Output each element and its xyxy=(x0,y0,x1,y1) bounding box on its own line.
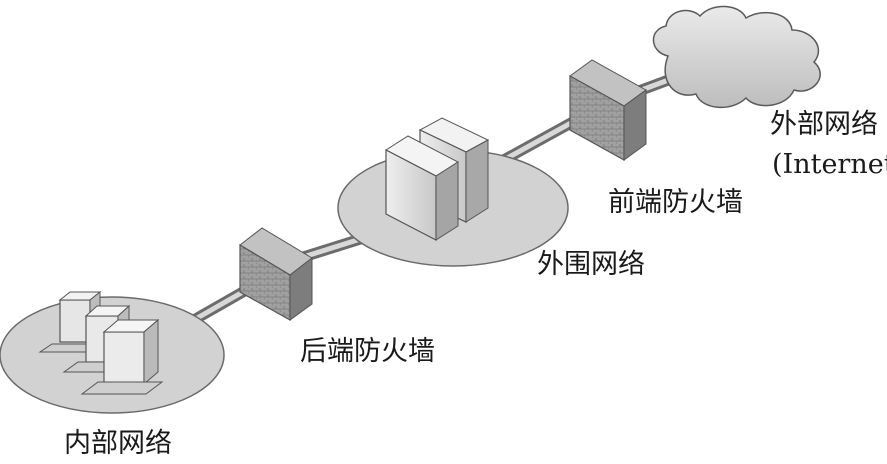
server-icon xyxy=(385,135,459,241)
external-network-sub-label: (Internet) xyxy=(772,149,887,180)
workstation-icon xyxy=(80,318,164,395)
back-firewall-label: 后端防火墙 xyxy=(300,336,435,367)
perimeter-network-zone xyxy=(337,117,569,267)
back-firewall-icon xyxy=(239,227,313,322)
perimeter-network-label: 外围网络 xyxy=(537,249,645,280)
internal-network-label: 内部网络 xyxy=(64,428,172,459)
internal-network-zone xyxy=(0,290,225,414)
front-firewall-label: 前端防火墙 xyxy=(608,187,743,218)
internet-cloud-icon xyxy=(652,5,821,109)
external-network-label: 外部网络 xyxy=(770,109,878,140)
front-firewall-icon xyxy=(569,59,647,162)
